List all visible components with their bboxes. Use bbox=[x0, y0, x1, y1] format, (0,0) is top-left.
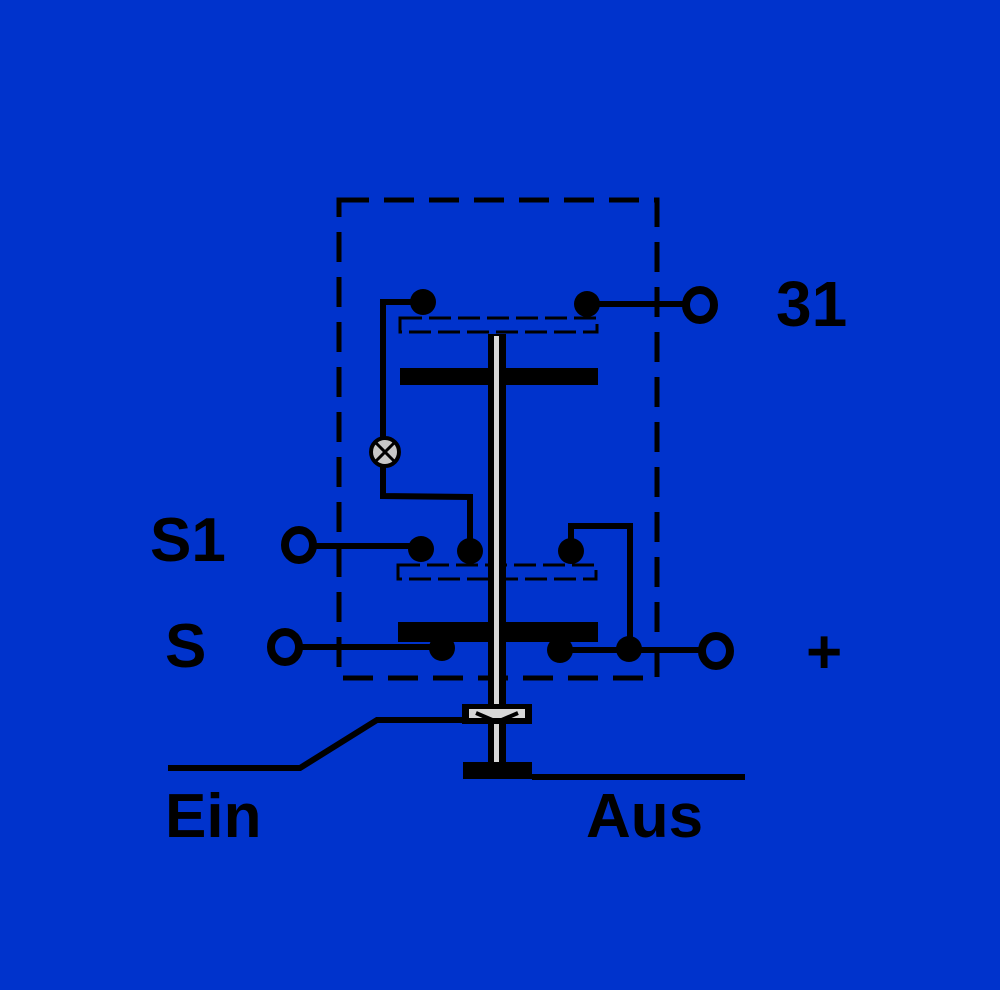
terminal-label-31: 31 bbox=[776, 268, 848, 340]
terminal-label-s: S bbox=[165, 612, 207, 681]
contact-point bbox=[408, 536, 434, 562]
terminal-ring-plus bbox=[698, 632, 734, 670]
contact-point bbox=[616, 636, 642, 662]
terminal-ring-s1 bbox=[281, 526, 317, 564]
contact-point bbox=[457, 538, 483, 564]
terminal-ring-31 bbox=[682, 286, 718, 324]
plunger-detent bbox=[462, 704, 532, 725]
plunger-foot bbox=[463, 762, 532, 779]
wiring bbox=[168, 299, 745, 780]
upper-contact-carrier bbox=[398, 316, 599, 334]
contact-point bbox=[574, 291, 600, 317]
lamp-icon bbox=[369, 436, 401, 468]
wire-lamp-upper bbox=[380, 299, 423, 440]
contact-point bbox=[547, 637, 573, 663]
contact-point bbox=[429, 635, 455, 661]
terminal-label-plus: + bbox=[806, 618, 843, 687]
contact-points bbox=[408, 289, 642, 663]
terminal-ring-s bbox=[267, 628, 303, 666]
terminal-rings bbox=[267, 286, 734, 670]
contact-point bbox=[410, 289, 436, 315]
wire-lamp-lower bbox=[380, 462, 473, 550]
position-label-on: Ein bbox=[165, 782, 262, 851]
line-position-on bbox=[168, 717, 462, 771]
position-label-off: Aus bbox=[586, 782, 704, 851]
plunger-shaft bbox=[488, 334, 506, 766]
terminal-label-s1: S1 bbox=[150, 506, 226, 575]
contact-point bbox=[558, 538, 584, 564]
